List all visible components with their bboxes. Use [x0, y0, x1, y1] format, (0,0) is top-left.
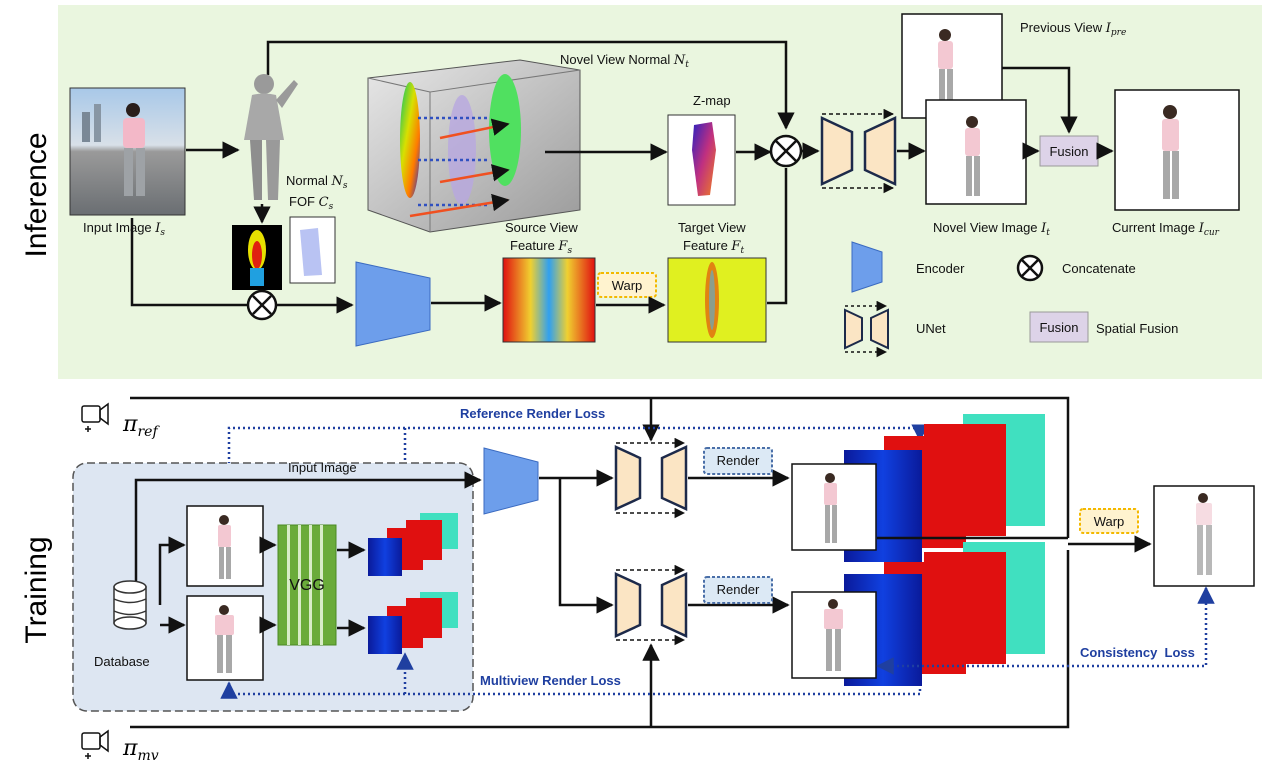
unet-inference	[820, 108, 897, 194]
fof-label: FOF Cs	[289, 194, 334, 212]
normal-cube-visualization	[367, 59, 581, 233]
consistency-loss-line	[876, 586, 1215, 675]
fof-thumbnails	[232, 216, 336, 290]
vgg-feature-stack-top	[368, 513, 458, 576]
camera-icon-ref	[81, 402, 109, 432]
source-feature-map	[502, 257, 596, 343]
encoder-inference	[355, 261, 431, 347]
database-input-line	[134, 471, 482, 582]
database-to-top-image	[158, 536, 186, 605]
legend-fusion-box	[1029, 311, 1089, 343]
legend-encoder-shape	[851, 241, 883, 293]
normal-mesh-figure	[244, 74, 298, 200]
current-image-label: Current Image Icur	[1112, 220, 1220, 238]
fusion-label: Fusion	[1049, 144, 1088, 159]
render-output-stack-top	[791, 414, 1045, 562]
warped-output-image	[1153, 485, 1255, 587]
normal-to-concat-line	[266, 40, 795, 130]
unet-training-bottom	[614, 564, 688, 646]
pi-ref-line	[130, 396, 1070, 538]
previous-view-label: Previous View Ipre	[1020, 20, 1126, 38]
training-input-image-label: Input Image	[288, 460, 357, 475]
concatenate-icon	[769, 134, 803, 168]
target-feature-line2: Feature Ft	[683, 238, 744, 256]
database-icon	[113, 580, 147, 630]
multiview-render-loss-line	[220, 648, 929, 699]
target-feature-line1: Target View	[678, 220, 746, 235]
target-to-concat-line	[767, 168, 788, 305]
vgg-block	[277, 524, 337, 646]
legend-concatenate-icon	[1016, 254, 1044, 282]
previous-to-fusion-arrow	[1002, 66, 1078, 134]
training-gt-image-top	[186, 505, 264, 587]
legend-encoder-label: Encoder	[916, 261, 965, 276]
input-image	[69, 87, 186, 216]
inference-section-label: Inference	[20, 132, 53, 257]
render-box-bottom	[703, 576, 773, 604]
novel-view-image	[925, 99, 1027, 205]
legend-spatial-fusion-label: Spatial Fusion	[1096, 321, 1178, 336]
render-box-top	[703, 447, 773, 475]
zmap-label: Z-map	[693, 93, 731, 108]
reference-render-loss-label: Reference Render Loss	[460, 406, 605, 421]
render-label-top: Render	[717, 453, 760, 468]
novel-view-image-label: Novel View Image It	[933, 220, 1050, 238]
source-feature-line2: Feature Fs	[510, 238, 572, 256]
vgg-label: VGG	[289, 577, 325, 594]
reference-render-loss-line	[220, 424, 929, 506]
camera-icon-mv	[81, 729, 109, 759]
warp-box-training	[1079, 508, 1139, 534]
input-image-caption: Input Image Is	[83, 220, 165, 238]
legend-fusion-box-label: Fusion	[1039, 320, 1078, 335]
database-label: Database	[94, 654, 150, 669]
warp-label-training: Warp	[1094, 514, 1125, 529]
warp-label-inference: Warp	[612, 278, 643, 293]
input-to-concat-line	[130, 218, 247, 307]
unet-training-top	[614, 437, 688, 519]
novel-view-normal-label: Novel View Normal Nt	[560, 52, 689, 70]
training-section-label: Training	[20, 536, 53, 643]
render-label-bottom: Render	[717, 582, 760, 597]
target-feature-map	[667, 257, 767, 343]
legend-unet-shape	[844, 300, 889, 358]
render-output-stack-bottom	[791, 542, 1045, 686]
current-image	[1114, 89, 1240, 211]
pi-ref-label: πref	[122, 412, 160, 440]
encoder-to-unet-bottom	[558, 478, 614, 614]
zmap-image	[667, 114, 736, 206]
vgg-feature-stack-bottom	[368, 592, 458, 654]
concatenate-icon-bottom	[246, 289, 278, 321]
pi-mv-label: πmv	[122, 736, 159, 764]
warp-box-inference	[597, 272, 657, 298]
source-feature-line1: Source View	[505, 220, 578, 235]
consistency-loss-label: Consistency Loss	[1080, 645, 1195, 660]
legend-concatenate-label: Concatenate	[1062, 261, 1136, 276]
training-gt-image-bottom	[186, 595, 264, 681]
encoder-training	[483, 447, 539, 515]
legend-unet-label: UNet	[916, 321, 946, 336]
normal-label: Normal Ns	[286, 173, 348, 191]
multiview-render-loss-label: Multiview Render Loss	[480, 673, 621, 688]
